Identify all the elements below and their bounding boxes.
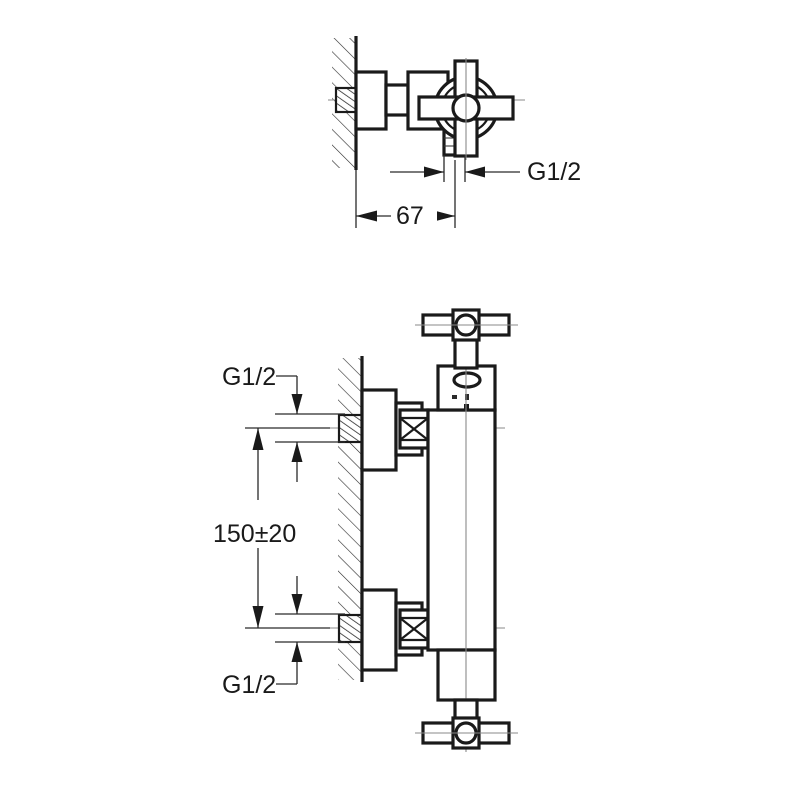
scale-tick-left: [452, 395, 457, 399]
top-view-group: G1/2 67: [328, 36, 581, 230]
upper-union-nut: [398, 408, 430, 450]
dimension-top-thread: G1/2: [390, 155, 581, 186]
neck-fill-top: [386, 85, 408, 115]
indicator-oval-icon: [452, 371, 482, 389]
lower-union-x2: [399, 617, 429, 641]
arrow-outlet-right: [465, 166, 485, 178]
dimension-upper-thread: G1/2: [222, 363, 345, 482]
indicator-oval-fill: [454, 373, 480, 387]
cross-handle-bottom-bottom[interactable]: [415, 698, 518, 750]
cross-handle-top[interactable]: [417, 58, 515, 160]
upper-thread-hatch: [339, 415, 363, 442]
dimension-top-projection: 67: [355, 160, 456, 230]
mixer-bar-body: [426, 312, 497, 752]
thread-hatch-top: [336, 88, 358, 112]
label-centre-distance: 150±20: [213, 520, 296, 548]
lower-thread-hatch: [339, 615, 363, 642]
mixer-bar-fill: [428, 410, 495, 650]
label-lower-thread: G1/2: [222, 671, 276, 699]
arrow-67-right: [434, 210, 455, 222]
label-top-projection: 67: [396, 202, 424, 230]
label-upper-thread: G1/2: [222, 363, 276, 391]
dimension-lower-thread: G1/2: [222, 576, 345, 699]
top-handle-stem-fill: [455, 338, 477, 368]
valve-neck-top: [384, 83, 410, 117]
arrow-lower-thread-down: [291, 594, 303, 614]
dimension-centre-distance: 150±20: [210, 427, 330, 629]
lower-union-nut: [398, 608, 430, 650]
arrow-outlet-left: [424, 166, 444, 178]
escutcheon-fill-top: [356, 72, 386, 129]
arrow-150-up: [252, 428, 264, 450]
arrow-67-left: [356, 210, 377, 222]
wall-inlet-thread-top: [334, 86, 360, 114]
arrow-150-down: [252, 606, 264, 628]
escutcheon-top: [354, 70, 388, 131]
label-150-backing: [210, 500, 320, 548]
label-top-thread: G1/2: [527, 158, 581, 186]
lower-escutcheon-fill: [362, 590, 396, 670]
arrow-upper-thread-up: [291, 442, 303, 462]
cross-handle-bottom-top[interactable]: [415, 308, 518, 370]
scale-tick-right: [465, 394, 469, 400]
bottom-view-group: G1/2 150±20 G1/2: [210, 308, 518, 752]
arrow-upper-thread-down: [291, 394, 303, 414]
label-67-backing: [391, 202, 437, 230]
arrow-lower-thread-up: [291, 642, 303, 662]
upper-union-x2: [399, 417, 429, 441]
upper-escutcheon-fill: [362, 390, 396, 470]
